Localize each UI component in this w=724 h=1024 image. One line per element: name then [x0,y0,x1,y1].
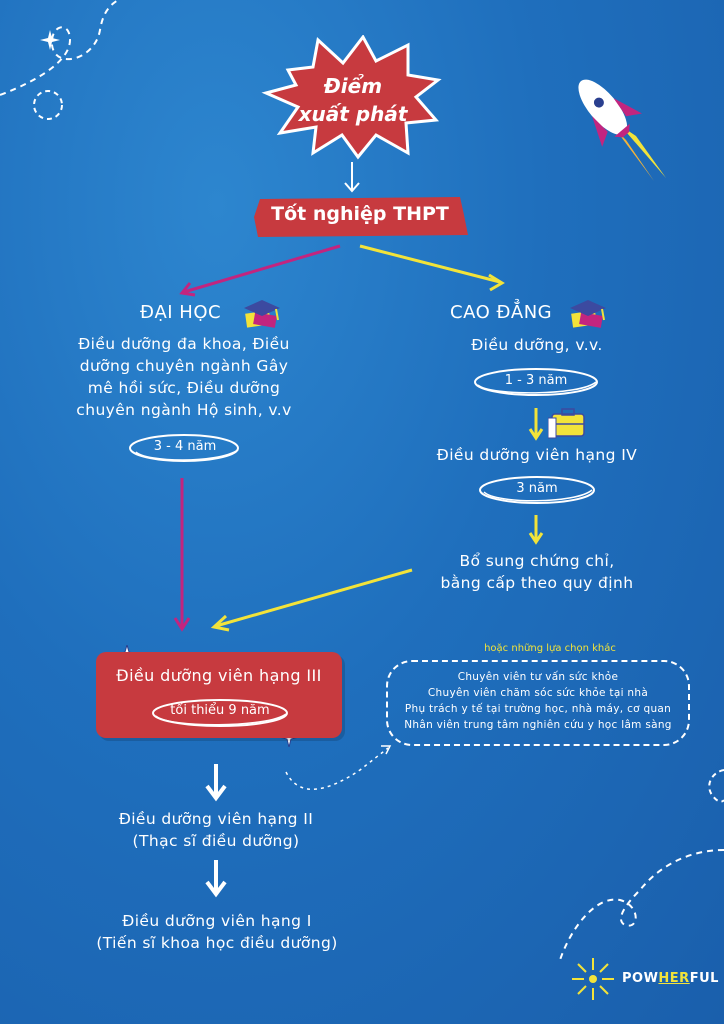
sparkle-icon [40,30,60,50]
rank3-duration-pill [152,699,288,727]
university-duration-pill [129,434,239,462]
supplement-text: Bổ sung chứng chỉ, bằng cấp theo quy địn… [440,552,634,592]
rank3-duration: tối thiểu 9 năm [170,703,270,718]
alternative-item: Chuyên viên chăm sóc sức khỏe tại nhà [427,687,649,699]
briefcase-icon [548,408,585,439]
college-duration: 1 - 3 năm [504,373,568,388]
rank3-box [96,652,342,738]
start-label: Điểm xuất phát [298,74,408,126]
rank3-title: Điều dưỡng viên hạng III [116,666,322,685]
arrow-down-icon [344,162,360,193]
brand-logo: POWHERFUL [622,971,719,986]
alternative-item: Chuyên viên tư vấn sức khỏe [457,671,619,683]
college-heading: CAO ĐẲNG [450,302,553,323]
college-duration-pill [474,368,598,396]
rank4-title: Điều dưỡng viên hạng IV [436,446,638,464]
rocket-icon [578,79,666,181]
alternative-item: Nhân viên trung tâm nghiên cứu y học lâm… [404,719,672,731]
graduation-cap-icon [570,300,606,328]
graduation-label: Tốt nghiệp THPT [271,203,449,225]
rank1-text: Điều dưỡng viên hạng I (Tiến sĩ khoa học… [96,912,338,952]
rank4-duration-pill [479,476,595,504]
alternatives-box [386,660,690,746]
alternatives-title: hoặc những lựa chọn khác [484,643,616,654]
start-burst-icon [261,35,442,160]
university-heading: ĐẠI HỌC [140,302,222,323]
rank2-text: Điều dưỡng viên hạng II (Thạc sĩ điều dư… [118,810,314,850]
rank4-duration: 3 năm [516,481,558,496]
graduation-banner [254,197,468,237]
university-duration: 3 - 4 năm [153,439,217,454]
alternative-item: Phụ trách y tế tại trường học, nhà máy, … [404,703,672,715]
university-description: Điều dưỡng đa khoa, Điều dưỡng chuyên ng… [76,335,292,419]
college-description: Điều dưỡng, v.v. [471,336,603,354]
sun-logo-icon [572,958,614,1000]
graduation-cap-icon [244,300,280,328]
